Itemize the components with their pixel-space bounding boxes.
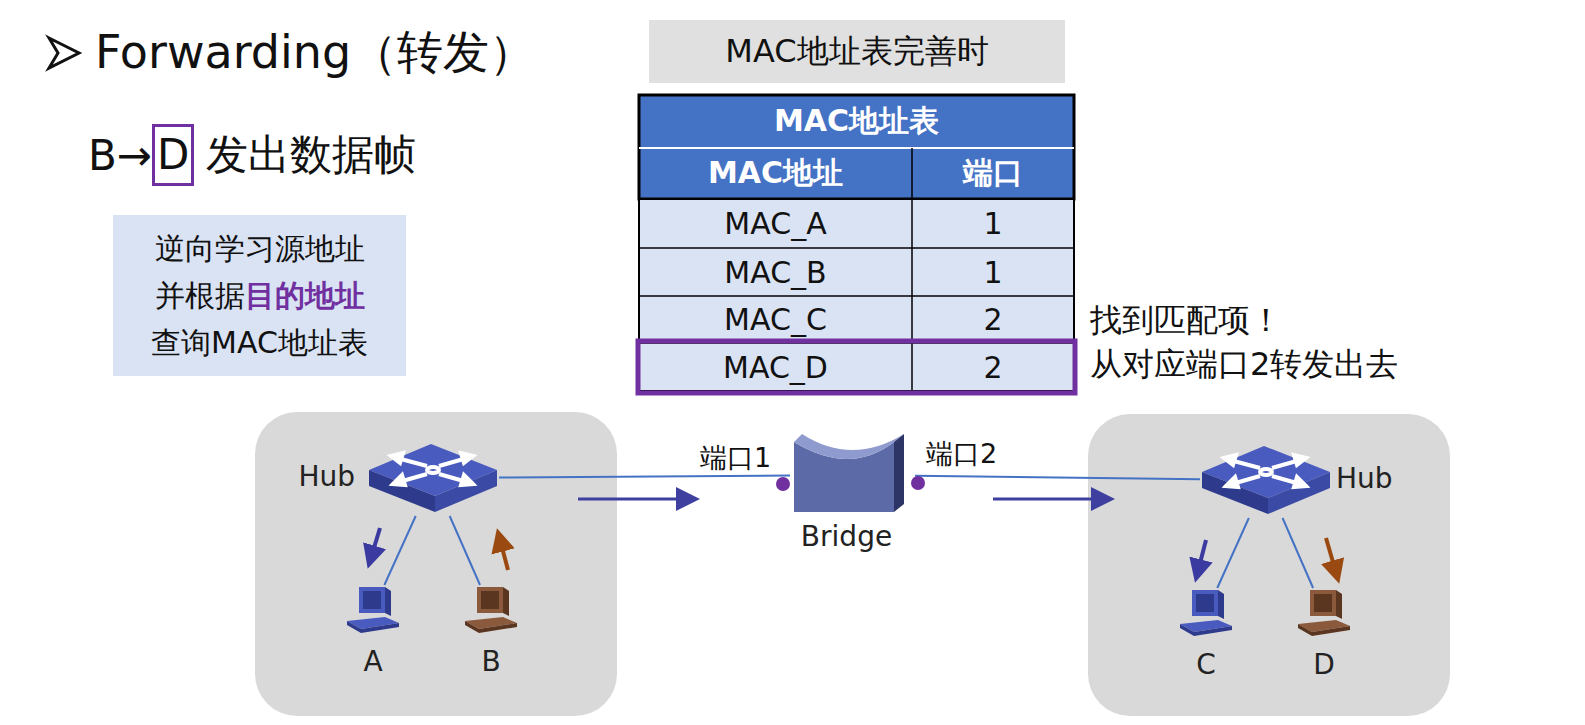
hub-label: Hub (298, 460, 355, 493)
link-line (1283, 518, 1314, 588)
pc-node: B (463, 585, 519, 635)
destination-highlight: D (152, 124, 194, 186)
port-label: 端口2 (926, 436, 997, 472)
flow-arrow (578, 498, 694, 501)
host-label: C (1196, 648, 1216, 681)
table-cell: 1 (912, 199, 1074, 248)
info-text: 逆向学习源地址 (155, 231, 365, 266)
link-line (450, 516, 480, 585)
table-header: MAC地址表 (639, 95, 1074, 148)
info-emphasis: 目的地址 (245, 278, 365, 313)
column-header: MAC地址 (639, 148, 912, 199)
flow-arrow (1326, 538, 1337, 576)
segment-region (255, 412, 617, 716)
host-label: D (1313, 648, 1335, 681)
table-cell: 2 (912, 296, 1074, 343)
port-dot (776, 477, 790, 491)
table-cell: 1 (912, 248, 1074, 296)
computer-icon (1178, 588, 1234, 638)
frame-text: 发出数据帧 (206, 127, 416, 183)
pc-node: D (1296, 588, 1352, 638)
hub-node: Hub (1200, 442, 1332, 518)
info-node: 逆向学习源地址并根据目的地址查询MAC地址表 (113, 215, 406, 376)
hub-icon (1200, 442, 1332, 518)
hub-node: Hub (367, 440, 499, 516)
column-header: 端口 (912, 148, 1074, 199)
link-line (915, 476, 1200, 479)
host-label: A (363, 645, 382, 678)
table-cell: MAC_B (639, 248, 912, 296)
title-bullet (49, 38, 79, 68)
info-line: 查询MAC地址表 (127, 319, 392, 366)
info-line: 并根据目的地址 (127, 272, 392, 319)
bridge-label: Bridge (801, 520, 892, 553)
hub-label: Hub (1336, 462, 1393, 495)
port-dot (911, 476, 925, 490)
callout-text: 从对应端口2转发出去 (1090, 342, 1398, 386)
state-caption: MAC地址表完善时 (725, 30, 988, 74)
table-cell: MAC_D (639, 343, 912, 391)
info-text: 查询MAC地址表 (151, 325, 368, 360)
info-text: 并根据 (155, 278, 245, 313)
frame-line: B→D发出数据帧 (88, 124, 416, 186)
info-line: 逆向学习源地址 (127, 225, 392, 272)
flow-arrow (1197, 540, 1206, 575)
segment-region (1088, 414, 1450, 716)
table-cell: 2 (912, 343, 1074, 391)
box-node: MAC地址表完善时 (649, 20, 1065, 83)
bridge-node: Bridge (790, 432, 915, 518)
mac-table-grid (638, 95, 1075, 393)
pc-node: A (345, 585, 401, 635)
link-line (384, 516, 415, 585)
callout-text: 找到匹配项！ (1090, 298, 1398, 342)
host-label: B (481, 645, 500, 678)
flow-arrow (370, 528, 380, 561)
frame-text: B→ (88, 131, 152, 180)
bridge-icon (790, 432, 915, 518)
flow-arrow (499, 536, 508, 570)
pc-node: C (1178, 588, 1234, 638)
table-cell: MAC_C (639, 296, 912, 343)
computer-icon (463, 585, 519, 635)
flow-arrow (993, 498, 1109, 501)
table-cell: MAC_A (639, 199, 912, 248)
computer-icon (345, 585, 401, 635)
computer-icon (1296, 588, 1352, 638)
page-title: Forwarding（转发） (95, 22, 535, 84)
link-line (1217, 518, 1249, 588)
match-callout: 找到匹配项！从对应端口2转发出去 (1090, 298, 1398, 386)
hub-icon (367, 440, 499, 516)
link-line (499, 475, 790, 477)
port-label: 端口1 (700, 440, 771, 476)
